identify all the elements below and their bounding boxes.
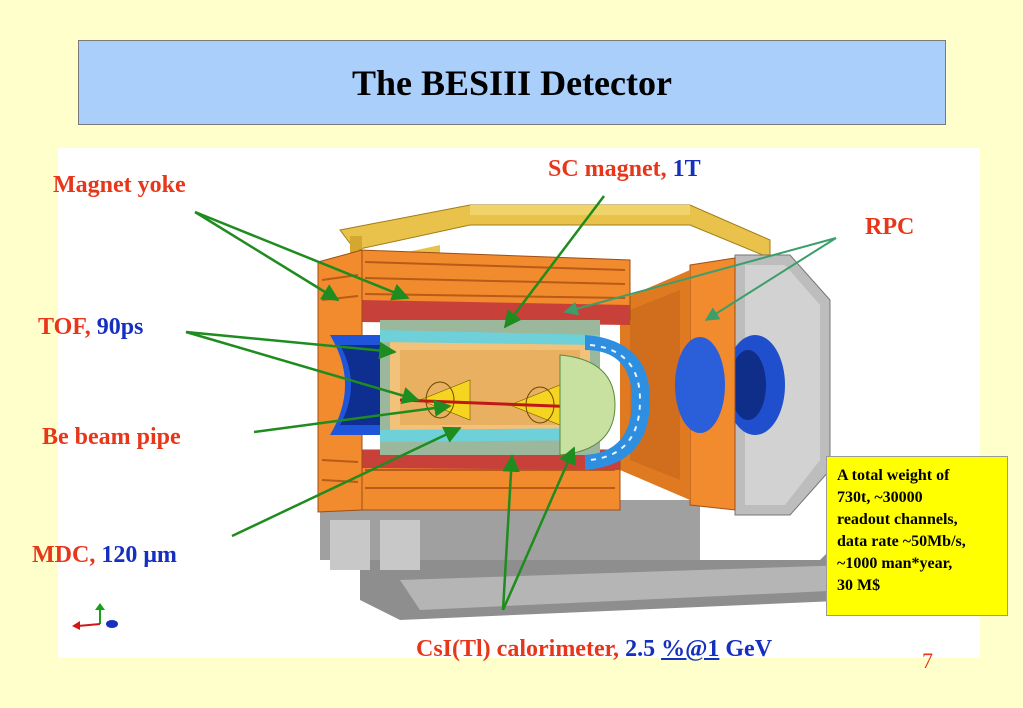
label-be-beam-pipe: Be beam pipe (42, 424, 181, 450)
label-csi-value-a: 2.5 (625, 636, 656, 662)
label-sc-magnet-value: 1T (672, 156, 701, 182)
right-endcap (725, 254, 831, 516)
label-tof-text: TOF, (38, 314, 91, 340)
annotation-arrows (185, 195, 837, 611)
barrel-yoke (359, 249, 631, 511)
info-box: A total weight of 730t, ~30000 readout c… (826, 456, 1008, 616)
label-magnet-yoke: Magnet yoke (53, 172, 186, 198)
axis-gizmo (72, 603, 118, 630)
info-line: A total weight of (837, 467, 950, 484)
label-csi-value-c: GeV (725, 636, 773, 662)
label-rpc: RPC (865, 214, 915, 240)
label-mdc: MDC, 120 μm (32, 542, 177, 569)
info-line: 30 M$ (837, 577, 881, 594)
info-line: readout channels, (837, 511, 958, 528)
info-line: ~1000 man*year, (837, 555, 953, 572)
label-sc-magnet-text: SC magnet, (548, 156, 667, 182)
calorimeter-endcap (559, 335, 650, 470)
label-mdc-value: 120 μm (101, 542, 177, 568)
info-line: 730t, ~30000 (837, 489, 923, 506)
label-sc-magnet: SC magnet, 1T (548, 156, 701, 183)
label-tof-value: 90ps (96, 314, 144, 340)
label-csi-text: CsI(Tl) calorimeter, (416, 636, 620, 662)
slide-number: 7 (922, 648, 933, 673)
slide-title: The BESIII Detector (352, 62, 672, 103)
label-tof: TOF, 90ps (38, 314, 143, 341)
info-line: data rate ~50Mb/s, (837, 533, 966, 550)
label-csi-calorimeter: CsI(Tl) calorimeter, 2.5 %@1 GeV (416, 636, 772, 663)
support-base (320, 500, 860, 620)
label-mdc-text: MDC, (32, 542, 96, 568)
title-box: The BESIII Detector (78, 40, 946, 125)
label-csi-value-b: %@1 (661, 636, 720, 662)
